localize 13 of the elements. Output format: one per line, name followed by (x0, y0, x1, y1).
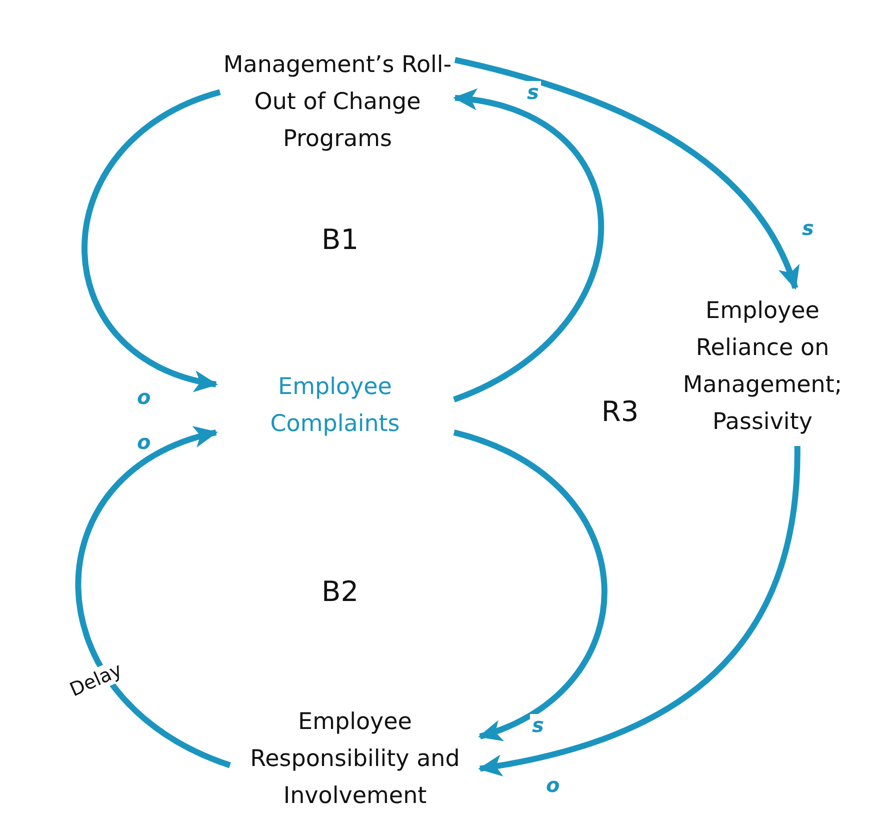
loop-label: B1 (321, 224, 359, 256)
arrow (454, 57, 798, 290)
arrow (478, 446, 800, 776)
arrow (452, 90, 604, 402)
loop-label: R3 (601, 396, 639, 428)
arrow (75, 428, 232, 768)
node-label: Employee Complaints (269, 373, 401, 439)
arrow (453, 430, 608, 740)
node-label: Management’s Roll-Out of Change Programs (222, 51, 453, 154)
arrow (82, 89, 222, 390)
node-label: Employee Reliance on Management; Passivity (682, 297, 844, 437)
node-label: Employee Responsibility and Involvement (249, 708, 461, 811)
loop-label: B2 (321, 576, 359, 608)
